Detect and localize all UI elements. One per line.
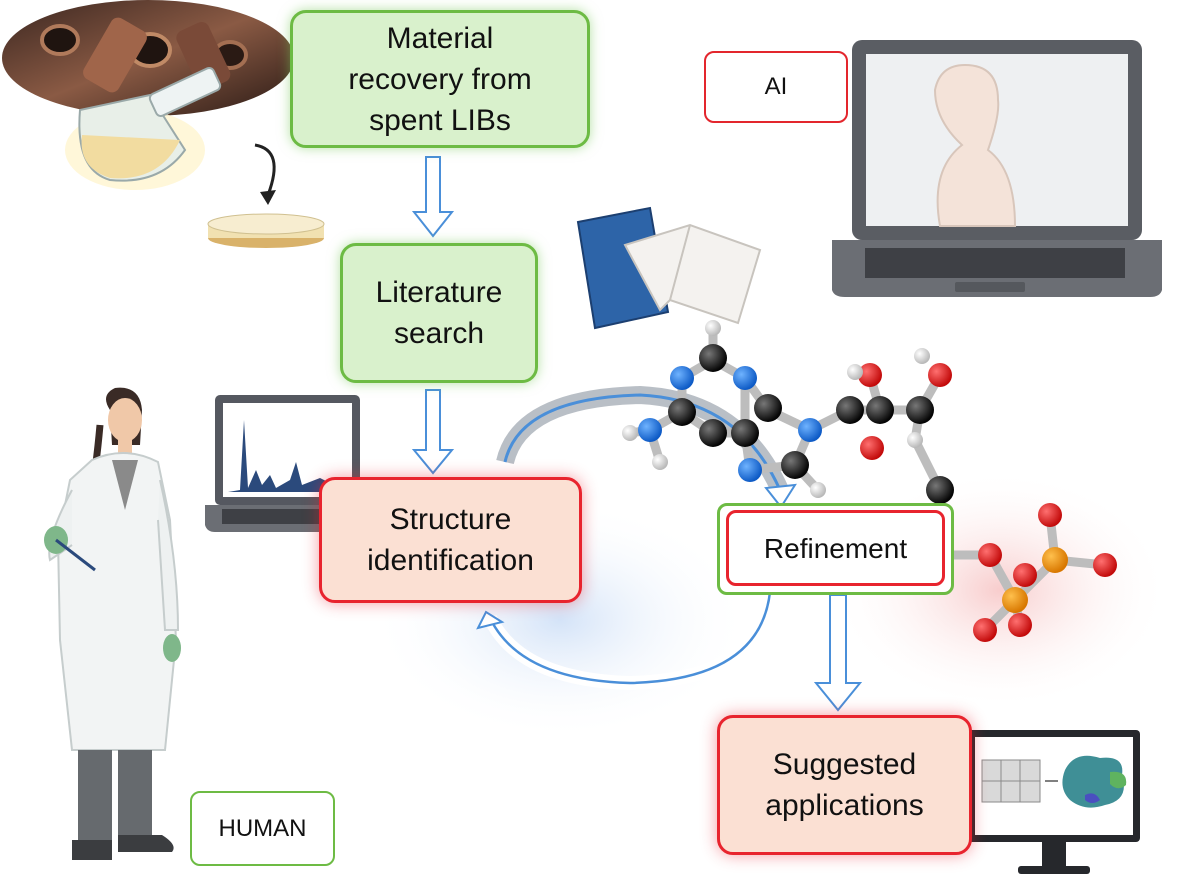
flask-icon	[65, 66, 276, 205]
ai-label: AI	[704, 51, 848, 123]
human-label: HUMAN	[190, 791, 335, 866]
book-icon	[576, 206, 762, 330]
refinement-box: Refinement	[726, 510, 945, 586]
material-recovery-box: Material recovery from spent LIBs	[290, 10, 590, 148]
scientist-icon	[44, 387, 181, 860]
structure-identification-box: Structure identification	[319, 477, 582, 603]
laptop-ai-head-icon	[832, 40, 1162, 297]
flow-arrows	[411, 156, 863, 712]
monitor-protein-icon	[968, 730, 1140, 874]
petri-dish-icon	[207, 213, 325, 248]
suggested-applications-box: Suggested applications	[717, 715, 972, 855]
literature-search-box: Literature search	[340, 243, 538, 383]
